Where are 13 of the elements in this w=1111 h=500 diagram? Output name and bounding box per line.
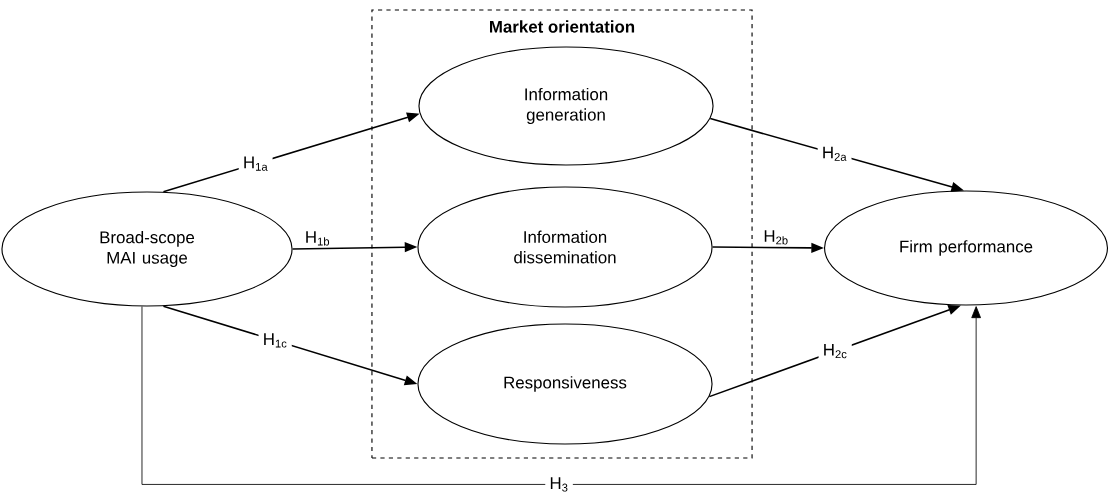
ellipse-node: Broad-scope MAI usage (1, 191, 293, 307)
arrow (141, 306, 981, 485)
ellipse-node: Firm performance (824, 190, 1109, 306)
ellipse-node: Information dissemination (417, 186, 713, 308)
ellipse-node: Information generation (418, 46, 714, 166)
edge-label: H$_{2a}$ (817, 142, 852, 166)
edge-label: H$_{2c}$ (818, 339, 852, 363)
edge-label: H$_{1c}$ (258, 329, 292, 352)
edge-label: H$_{2b}$ (764, 230, 788, 245)
edge-label: H$_{3}$ (545, 473, 573, 496)
edge-label: H$_{1b}$ (306, 231, 330, 246)
edge-label: H$_{1a}$ (238, 152, 273, 175)
ellipse-node: Responsiveness (417, 323, 713, 445)
